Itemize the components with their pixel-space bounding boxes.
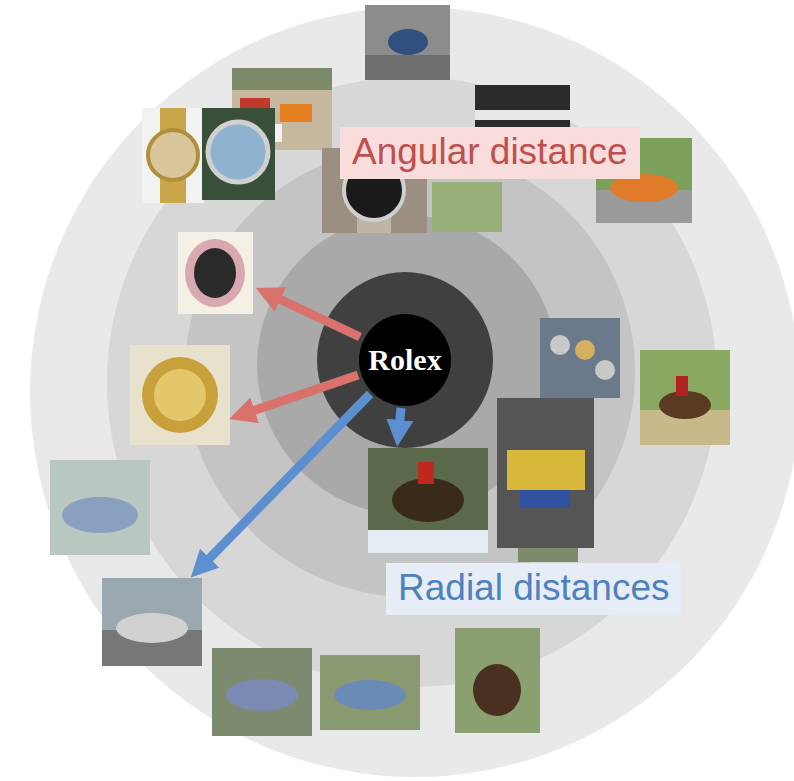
horse-photo: [455, 628, 540, 733]
car-photo: [497, 398, 594, 548]
photo: [432, 182, 502, 232]
rider: [676, 376, 688, 396]
watch-case: [142, 357, 218, 433]
label-box: Angular distance: [340, 127, 640, 179]
car: [62, 497, 138, 533]
label-text: Radial distances: [398, 567, 669, 609]
photo: [518, 548, 578, 562]
photo-bg: [540, 318, 620, 398]
photo-bg: [640, 350, 730, 445]
photo-bg: [212, 648, 312, 736]
watch-case: [185, 239, 245, 307]
watch-face: [148, 130, 198, 180]
car: [334, 680, 406, 710]
watch: [575, 340, 595, 360]
photo-bg: [50, 460, 150, 555]
photo-bg: [432, 182, 502, 232]
photo-bg: [368, 448, 488, 553]
rider: [418, 462, 434, 484]
car: [226, 679, 298, 711]
watch-face: [208, 122, 268, 182]
label-text: Angular distance: [352, 131, 628, 173]
photo-bg: [142, 108, 204, 203]
car: [280, 104, 312, 122]
car: [116, 613, 188, 643]
watch: [595, 360, 615, 380]
horse-photo: [640, 350, 730, 445]
photo-bg: [178, 232, 253, 314]
car-detail: [520, 490, 570, 508]
watch-face: [194, 248, 236, 298]
photo-bg: [102, 578, 202, 666]
watch: [550, 335, 570, 355]
watch-photo: [142, 108, 204, 203]
horse: [392, 478, 464, 522]
car-photo: [320, 655, 420, 730]
photo-bg: [365, 5, 450, 80]
watch-photo: [202, 108, 275, 200]
label-box: Radial distances: [386, 563, 681, 615]
radial-arrow: [204, 394, 370, 564]
angular-arrow: [273, 296, 360, 337]
center-circle: Rolex: [359, 314, 451, 406]
watch-photo: [178, 232, 253, 314]
horse: [473, 664, 521, 716]
photo-banner: [368, 530, 488, 553]
photo-stripe: [475, 110, 570, 120]
radial-arrow: [399, 408, 401, 428]
rider: [388, 29, 428, 55]
angular-arrow: [247, 375, 358, 413]
watches-photo: [540, 318, 620, 398]
photo-bg: [130, 345, 230, 445]
photo-trees: [232, 68, 332, 90]
motorcycle-photo: [365, 5, 450, 80]
photo-bg: [497, 398, 594, 548]
car: [507, 450, 585, 490]
photo-bg: [202, 108, 275, 200]
photo-bg: [455, 628, 540, 733]
photo-bg: [518, 548, 578, 562]
photo-track: [365, 55, 450, 80]
horse-photo: [368, 448, 488, 553]
car-photo: [212, 648, 312, 736]
photo-bg: [320, 655, 420, 730]
watch-face: [154, 369, 206, 421]
ring: [185, 147, 635, 597]
label-text: Rolex: [368, 343, 441, 377]
car-photo: [50, 460, 150, 555]
car-photo: [102, 578, 202, 666]
outer-ring: [30, 7, 794, 777]
watch-photo: [130, 345, 230, 445]
